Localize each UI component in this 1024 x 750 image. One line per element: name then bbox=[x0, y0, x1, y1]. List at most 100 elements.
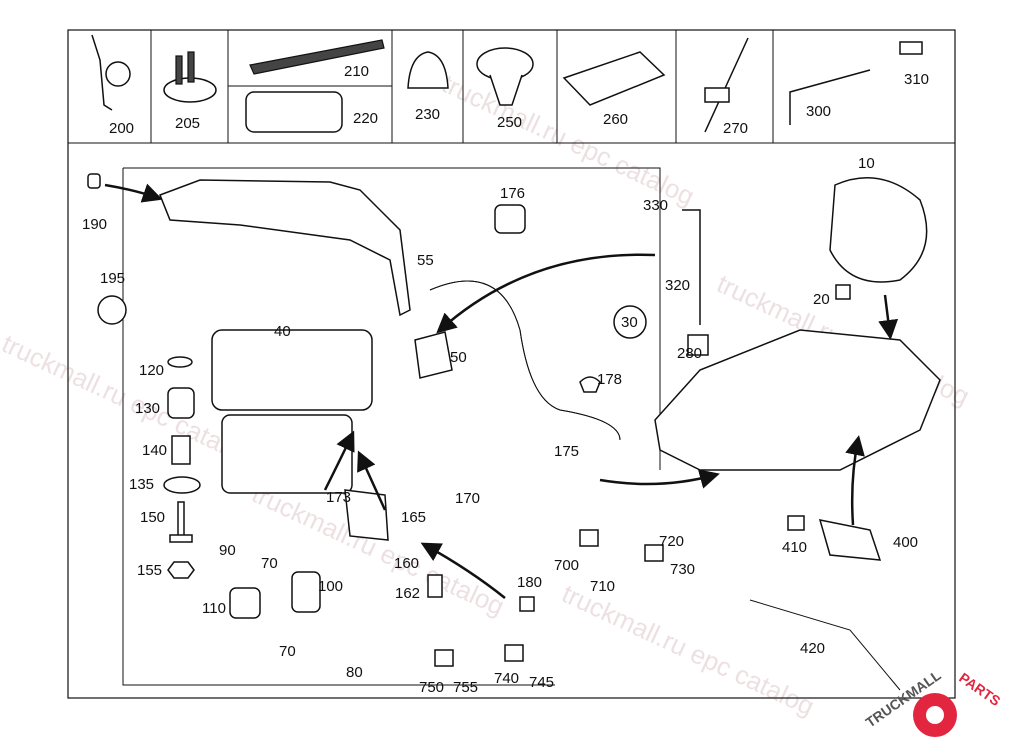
car-outline bbox=[654, 329, 941, 471]
part-135-washer bbox=[163, 476, 201, 494]
label-10: 10 bbox=[858, 155, 875, 172]
label-130: 130 bbox=[135, 400, 160, 417]
part-420-line bbox=[749, 599, 901, 691]
logo-accent-text: PARTS bbox=[956, 669, 1003, 709]
label-200: 200 bbox=[109, 120, 134, 137]
part-176-grommet bbox=[494, 204, 526, 234]
label-135: 135 bbox=[129, 476, 154, 493]
main-parts bbox=[87, 173, 941, 691]
label-420: 420 bbox=[800, 640, 825, 657]
label-176: 176 bbox=[500, 185, 525, 202]
part-50-relay bbox=[414, 331, 453, 379]
frame bbox=[67, 29, 956, 699]
label-330: 330 bbox=[643, 197, 668, 214]
label-180: 180 bbox=[517, 574, 542, 591]
label-55: 55 bbox=[417, 252, 434, 269]
top-row-parts bbox=[91, 34, 923, 133]
part-195-nut bbox=[97, 295, 127, 325]
part-410-bolt bbox=[787, 515, 805, 531]
label-173: 173 bbox=[326, 489, 351, 506]
part-700-connector bbox=[579, 529, 599, 547]
part-210-cable-tie bbox=[249, 39, 385, 75]
part-110-holder bbox=[229, 587, 261, 619]
part-150-bolt bbox=[169, 501, 193, 543]
label-162: 162 bbox=[395, 585, 420, 602]
part-300-line bbox=[789, 69, 871, 125]
label-720: 720 bbox=[659, 533, 684, 550]
label-710: 710 bbox=[590, 578, 615, 595]
part-400-valve-block bbox=[818, 519, 882, 561]
label-155: 155 bbox=[137, 562, 162, 579]
label-300: 300 bbox=[806, 103, 831, 120]
label-400: 400 bbox=[893, 534, 918, 551]
label-280: 280 bbox=[677, 345, 702, 362]
label-110: 110 bbox=[202, 600, 226, 617]
part-280-valve bbox=[687, 334, 709, 356]
label-410: 410 bbox=[782, 539, 807, 556]
part-130-mount bbox=[167, 387, 195, 419]
label-260: 260 bbox=[603, 111, 628, 128]
label-230: 230 bbox=[415, 106, 440, 123]
label-20: 20 bbox=[813, 291, 830, 308]
part-155-nut bbox=[167, 561, 195, 579]
label-90: 90 bbox=[219, 542, 236, 559]
label-175: 175 bbox=[554, 443, 579, 460]
label-220: 220 bbox=[353, 110, 378, 127]
part-100-filter bbox=[291, 571, 321, 613]
part-20-bolt bbox=[835, 284, 851, 300]
part-320-line bbox=[682, 209, 701, 325]
part-140-spring bbox=[171, 435, 191, 465]
label-140: 140 bbox=[142, 442, 167, 459]
label-70-a: 70 bbox=[261, 555, 278, 572]
label-310: 310 bbox=[904, 71, 929, 88]
part-750-connector bbox=[434, 649, 454, 667]
part-30-callout bbox=[613, 305, 647, 339]
label-745: 745 bbox=[529, 674, 554, 691]
part-190-bolt bbox=[87, 173, 101, 189]
label-40: 40 bbox=[274, 323, 291, 340]
label-210: 210 bbox=[344, 63, 369, 80]
label-755: 755 bbox=[453, 679, 478, 696]
part-40-compressor bbox=[211, 329, 373, 411]
part-40-motor bbox=[221, 414, 353, 494]
part-55-bracket bbox=[159, 179, 411, 317]
label-120: 120 bbox=[139, 362, 164, 379]
label-160: 160 bbox=[394, 555, 419, 572]
label-100: 100 bbox=[318, 578, 343, 595]
part-740-connector bbox=[504, 644, 524, 662]
label-150: 150 bbox=[140, 509, 165, 526]
label-50: 50 bbox=[450, 349, 467, 366]
part-260-filter-mat bbox=[562, 51, 666, 106]
part-220-cover bbox=[245, 91, 343, 133]
part-120-washer bbox=[167, 356, 193, 368]
label-190: 190 bbox=[82, 216, 107, 233]
label-270: 270 bbox=[723, 120, 748, 137]
label-70-b: 70 bbox=[279, 643, 296, 660]
label-178: 178 bbox=[597, 371, 622, 388]
label-30: 30 bbox=[621, 314, 638, 331]
arrows bbox=[104, 183, 899, 599]
part-270-bracket bbox=[704, 37, 749, 133]
main-labels: 10 190 176 330 55 195 320 20 30 40 50 28… bbox=[82, 155, 918, 696]
label-170: 170 bbox=[455, 490, 480, 507]
top-row-labels: 200 205 210 220 230 250 260 270 300 310 bbox=[109, 63, 929, 137]
part-310-fitting bbox=[899, 41, 923, 55]
part-180-bolt bbox=[519, 596, 535, 612]
part-160-valve bbox=[344, 489, 389, 541]
label-250: 250 bbox=[497, 114, 522, 131]
part-230-buffer bbox=[407, 51, 449, 89]
part-720-connector bbox=[644, 544, 664, 562]
part-162-sensor bbox=[427, 574, 443, 598]
label-195: 195 bbox=[100, 270, 125, 287]
label-205: 205 bbox=[175, 115, 200, 132]
part-200-bracket bbox=[91, 34, 113, 111]
label-320: 320 bbox=[665, 277, 690, 294]
label-750: 750 bbox=[419, 679, 444, 696]
label-700: 700 bbox=[554, 557, 579, 574]
label-80: 80 bbox=[346, 664, 363, 681]
part-200-valve bbox=[105, 61, 131, 87]
label-165: 165 bbox=[401, 509, 426, 526]
part-178-clip bbox=[579, 376, 601, 393]
part-10-reservoir bbox=[829, 177, 928, 283]
